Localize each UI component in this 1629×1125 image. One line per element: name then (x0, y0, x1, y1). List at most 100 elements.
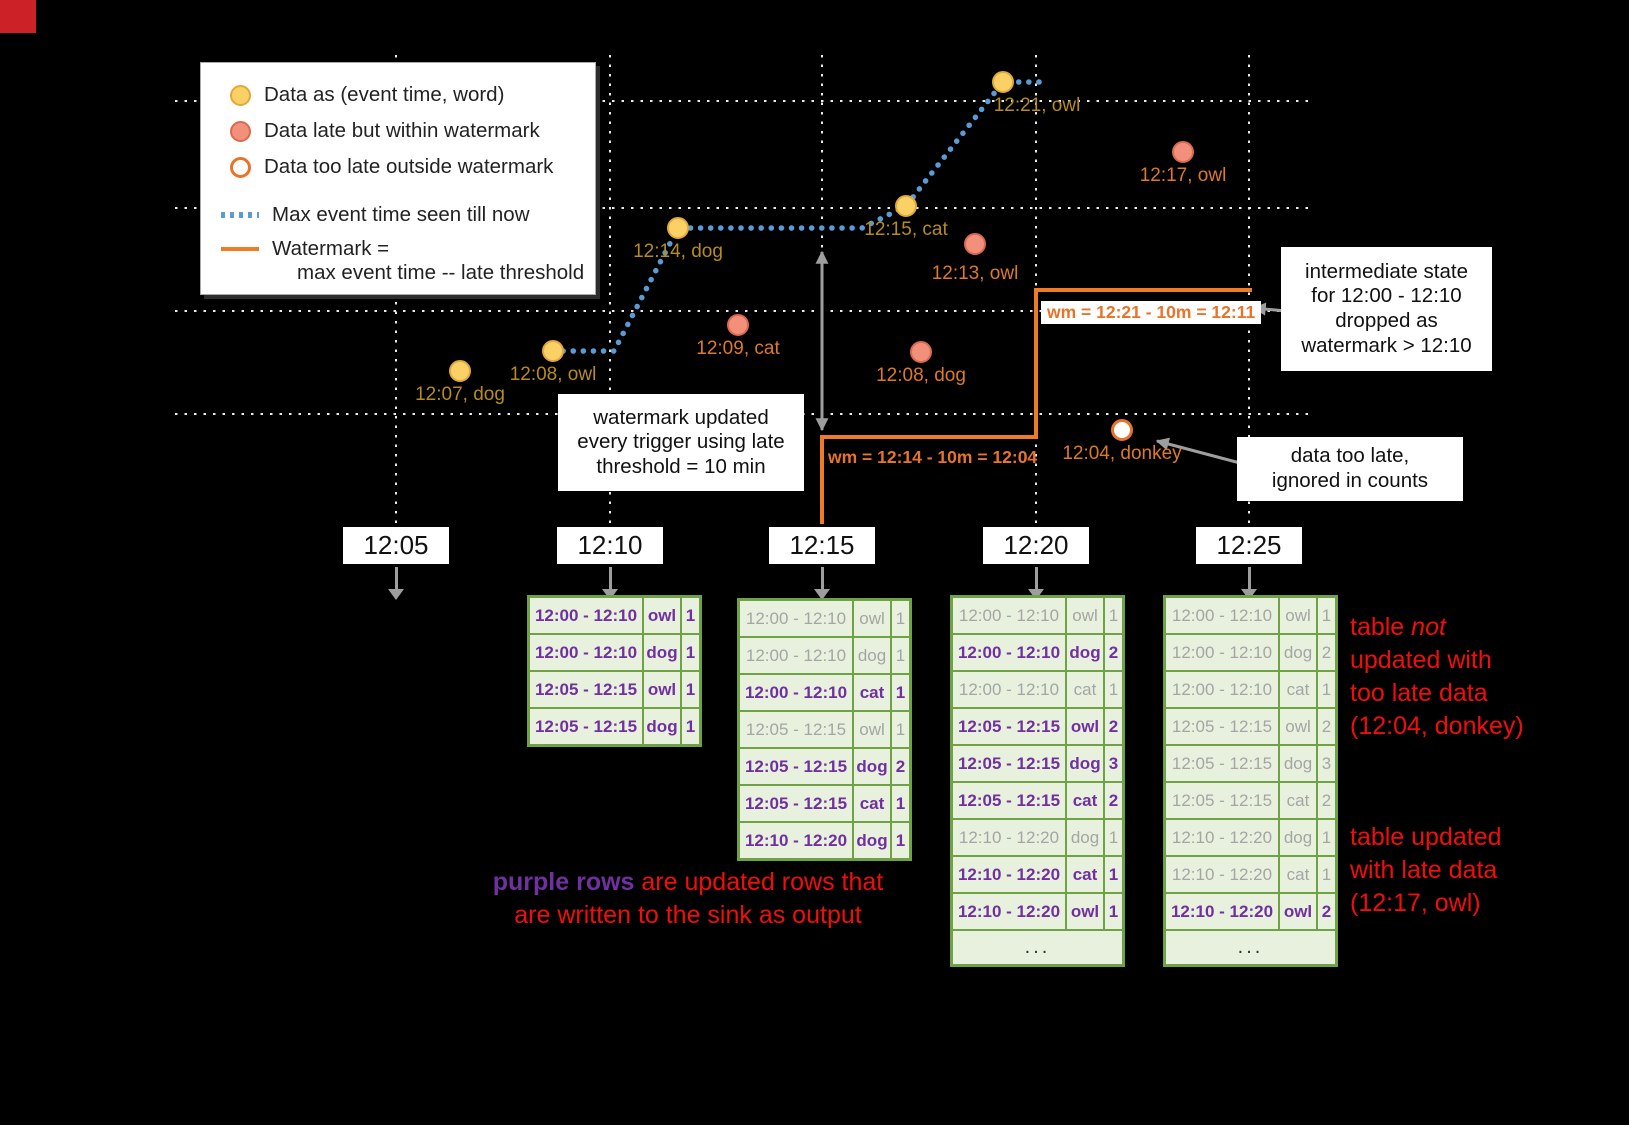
legend-label: Data late but within watermark (264, 119, 540, 142)
window-cell: 12:00 - 12:10 (1166, 598, 1278, 633)
word-cell: dog (854, 749, 890, 784)
word-cell: dog (1067, 746, 1103, 781)
note-line-2: are written to the sink as output (514, 901, 862, 929)
word-cell: dog (1067, 635, 1103, 670)
word-cell: owl (1067, 598, 1103, 633)
count-cell: 1 (1105, 820, 1122, 855)
window-cell: 12:05 - 12:15 (953, 746, 1065, 781)
tick-down-arrow-icon (1247, 567, 1251, 589)
word-cell: cat (1280, 857, 1316, 892)
word-cell: cat (1067, 672, 1103, 707)
legend-item-on-time: Data as (event time, word) (221, 77, 595, 113)
legend-item-late: Data late but within watermark (221, 113, 595, 149)
count-cell: 1 (682, 598, 699, 633)
note-table-updated-late: table updated with late data (12:17, owl… (1350, 823, 1502, 917)
note-purple-rows: purple rows are updated rows that are wr… (468, 866, 908, 932)
count-cell: 1 (1105, 894, 1122, 929)
count-cell: 1 (682, 672, 699, 707)
axis-tick: 12:25 (1196, 527, 1302, 564)
count-cell: 1 (892, 786, 909, 821)
count-cell: 1 (1105, 598, 1122, 633)
window-cell: 12:00 - 12:10 (953, 598, 1065, 633)
word-cell: cat (854, 786, 890, 821)
count-cell: 2 (1105, 635, 1122, 670)
window-cell: 12:05 - 12:15 (530, 672, 642, 707)
watermark-line-icon (221, 247, 259, 251)
count-cell: 2 (1318, 894, 1335, 929)
window-cell: 12:05 - 12:15 (740, 786, 852, 821)
window-cell: 12:10 - 12:20 (740, 823, 852, 858)
screen-corner-marker (0, 0, 36, 33)
legend-item-too-late: Data too late outside watermark (221, 149, 595, 185)
word-cell: dog (1067, 820, 1103, 855)
event-data-dot-icon (230, 84, 251, 106)
legend: Data as (event time, word) Data late but… (200, 62, 596, 295)
data-point-label: 12:08, owl (509, 364, 597, 385)
word-cell: owl (1067, 894, 1103, 929)
window-cell: 12:05 - 12:15 (953, 783, 1065, 818)
count-cell: 1 (892, 712, 909, 747)
word-cell: dog (644, 709, 680, 744)
window-cell: 12:10 - 12:20 (953, 894, 1065, 929)
word-cell: owl (644, 598, 680, 633)
window-cell: 12:10 - 12:20 (1166, 857, 1278, 892)
count-cell: 1 (892, 601, 909, 636)
window-cell: 12:05 - 12:15 (1166, 783, 1278, 818)
count-cell: 3 (1105, 746, 1122, 781)
word-cell: dog (1280, 746, 1316, 781)
word-cell: owl (854, 601, 890, 636)
window-cell: 12:00 - 12:10 (1166, 672, 1278, 707)
note-text: table (1350, 613, 1412, 641)
word-cell: cat (1067, 783, 1103, 818)
window-cell: 12:00 - 12:10 (1166, 635, 1278, 670)
window-cell: 12:10 - 12:20 (953, 820, 1065, 855)
count-cell: 1 (682, 635, 699, 670)
table-more-row: ... (1166, 931, 1335, 964)
data-point-label: 12:07, dog (415, 384, 505, 405)
window-cell: 12:05 - 12:15 (740, 712, 852, 747)
window-cell: 12:05 - 12:15 (1166, 746, 1278, 781)
tick-down-arrow-icon (394, 567, 398, 589)
word-cell: cat (1280, 672, 1316, 707)
word-cell: dog (1280, 820, 1316, 855)
tick-down-arrow-icon (820, 567, 824, 589)
word-cell: dog (854, 823, 890, 858)
late-dot-icon (964, 233, 986, 255)
legend-label: Max event time seen till now (272, 203, 530, 226)
count-cell: 1 (1105, 672, 1122, 707)
count-cell: 2 (1105, 709, 1122, 744)
window-cell: 12:05 - 12:15 (953, 709, 1065, 744)
count-cell: 1 (892, 638, 909, 673)
axis-tick: 12:15 (769, 527, 875, 564)
gridline-vertical (821, 55, 823, 527)
note-text: updated with too late data (12:04, donke… (1350, 646, 1524, 740)
legend-spacer (221, 185, 595, 197)
count-cell: 1 (892, 675, 909, 710)
watermark-line (820, 288, 1252, 524)
ontime-dot-icon (667, 217, 689, 239)
window-cell: 12:10 - 12:20 (953, 857, 1065, 892)
axis-tick: 12:10 (557, 527, 663, 564)
legend-sublabel: max event time -- late threshold (297, 261, 585, 284)
count-cell: 1 (682, 709, 699, 744)
toolate-dot-icon (1111, 419, 1133, 441)
late-dot-icon (1172, 141, 1194, 163)
